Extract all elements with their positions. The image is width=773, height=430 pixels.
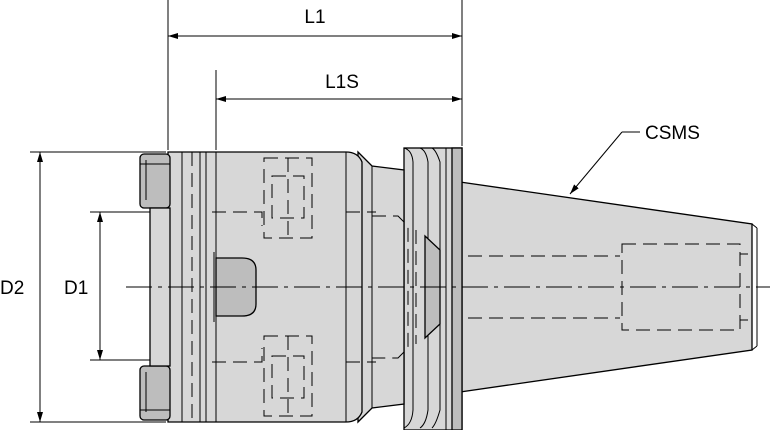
callout-csms: CSMS: [569, 123, 700, 195]
label-d2: D2: [0, 278, 24, 299]
dimension-d1: D1: [64, 211, 150, 361]
flange: [403, 147, 463, 430]
dimension-l1: L1: [167, 0, 463, 150]
label-d1: D1: [64, 278, 88, 299]
label-csms: CSMS: [645, 123, 700, 144]
drive-key-lower: [139, 365, 171, 421]
drive-key-upper: [139, 153, 171, 209]
label-l1s: L1S: [325, 72, 359, 93]
label-l1: L1: [304, 7, 325, 28]
dimension-d2: D2: [0, 151, 166, 423]
dimension-l1s: L1S: [215, 70, 462, 150]
